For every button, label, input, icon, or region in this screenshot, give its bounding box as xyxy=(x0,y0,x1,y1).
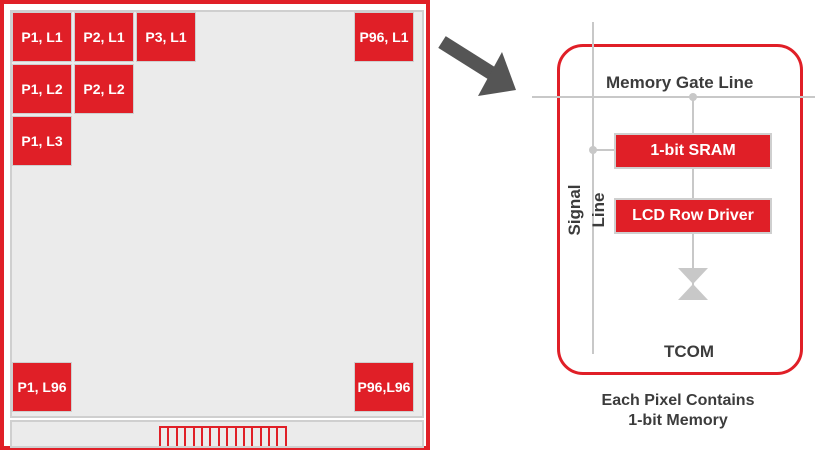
signal-line xyxy=(592,22,594,354)
caption-line-2: 1-bit Memory xyxy=(628,412,728,429)
memory-gate-line-label: Memory Gate Line xyxy=(606,73,754,92)
caption-line-1: Each Pixel Contains xyxy=(601,392,755,409)
pixel-cell-p96-l1: P96, L1 xyxy=(354,12,414,62)
signal-branch xyxy=(593,149,615,151)
signal-line-label: Signal Line xyxy=(565,184,608,236)
pixel-cell-p2-l2: P2, L2 xyxy=(74,64,134,114)
pixel-cell-p1-l96: P1, L96 xyxy=(12,362,72,412)
display-panel: P1, L1 P2, L1 P3, L1 P96, L1 P1, L2 P2, … xyxy=(0,0,430,450)
pixel-cell-p96-l96: P96,L96 xyxy=(354,362,414,412)
connector-strip xyxy=(10,420,424,448)
pixel-connection-line xyxy=(692,97,694,297)
connector-pins xyxy=(159,426,287,446)
pixel-cell-p1-l1: P1, L1 xyxy=(12,12,72,62)
tcom-label: TCOM xyxy=(664,342,715,361)
pixel-cell-p1-l3: P1, L3 xyxy=(12,116,72,166)
arrow-icon xyxy=(438,36,516,96)
signal-junction-dot xyxy=(589,146,597,154)
pixel-cell-p1-l2: P1, L2 xyxy=(12,64,72,114)
gate-junction-dot xyxy=(689,93,697,101)
sram-block: 1-bit SRAM xyxy=(614,133,772,169)
pixel-grid: P1, L1 P2, L1 P3, L1 P96, L1 P1, L2 P2, … xyxy=(10,10,424,418)
pixel-cell-p2-l1: P2, L1 xyxy=(74,12,134,62)
memory-gate-line xyxy=(532,96,815,98)
lcd-row-driver-block: LCD Row Driver xyxy=(614,198,772,234)
transistor-icon xyxy=(678,268,708,300)
diagram-caption: Each Pixel Contains 1-bit Memory xyxy=(560,391,796,431)
pixel-cell-p3-l1: P3, L1 xyxy=(136,12,196,62)
